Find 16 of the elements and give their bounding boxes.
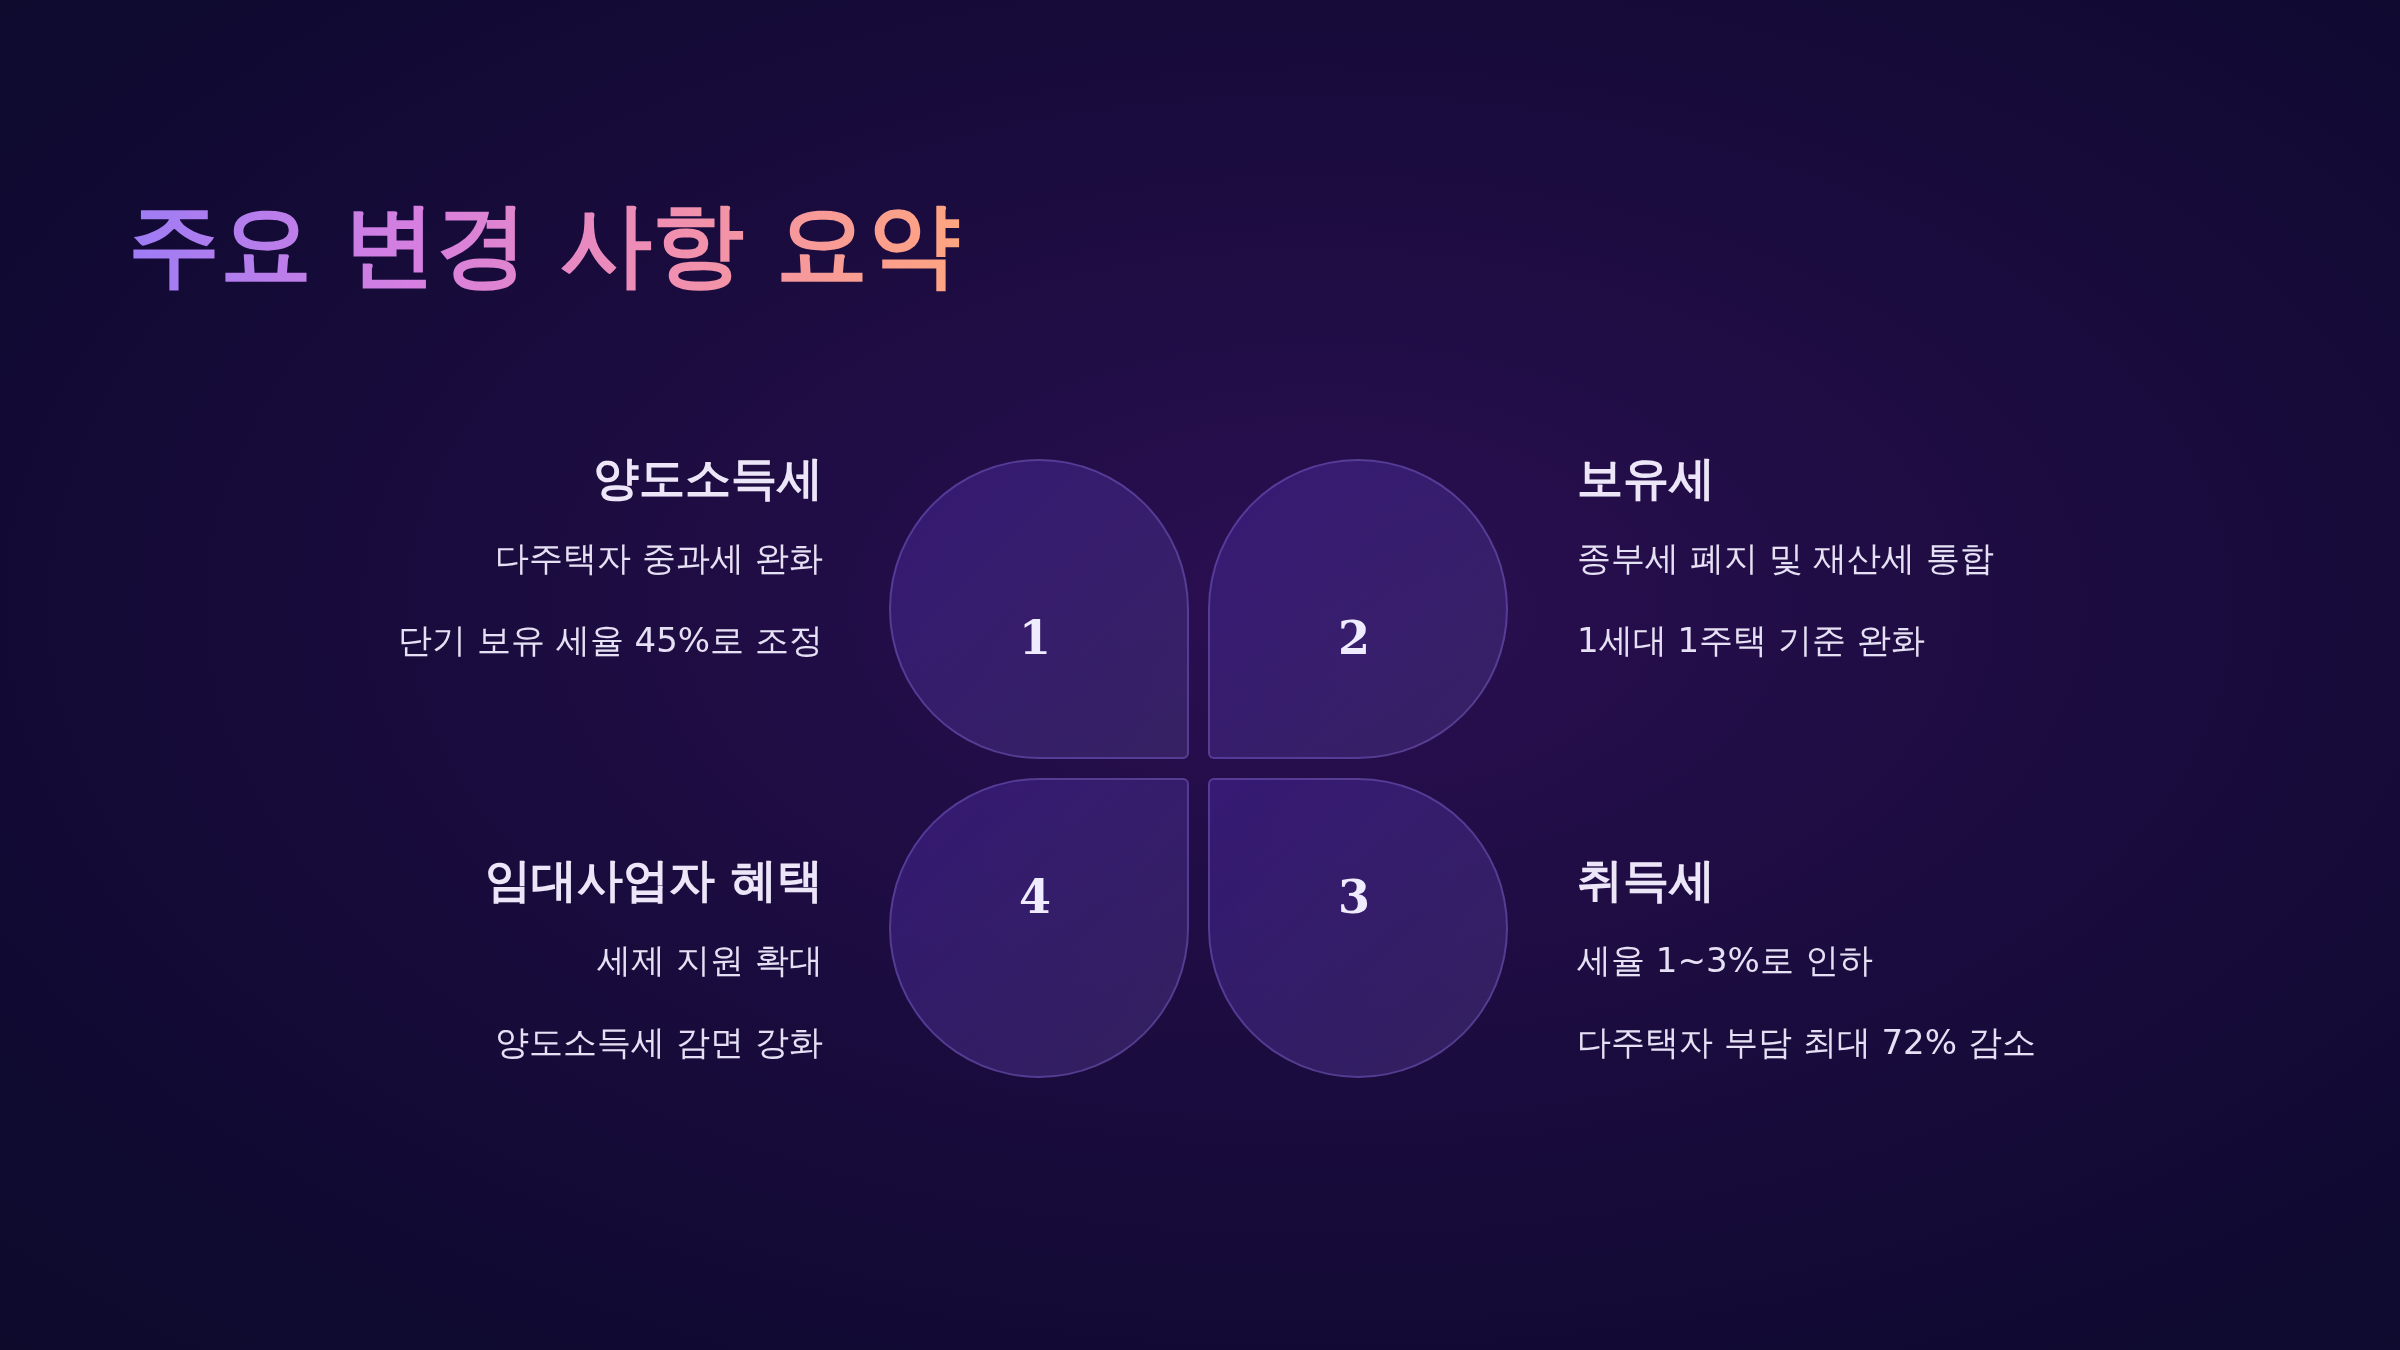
detail-text: 세제 지원 확대 xyxy=(597,939,823,982)
category-heading: 보유세 xyxy=(1577,450,1715,507)
category-heading: 취득세 xyxy=(1577,852,1715,909)
detail-text: 단기 보유 세율 45%로 조정 xyxy=(398,619,823,662)
detail-text: 1세대 1주택 기준 완화 xyxy=(1577,619,1925,662)
petal-number: 3 xyxy=(1338,870,1370,924)
detail-text: 종부세 폐지 및 재산세 통합 xyxy=(1577,537,1995,580)
petal-number: 1 xyxy=(1019,611,1051,665)
category-heading: 양도소득세 xyxy=(593,450,823,507)
detail-text: 양도소득세 감면 강화 xyxy=(495,1021,823,1064)
petal-number: 2 xyxy=(1338,611,1370,665)
detail-text: 다주택자 부담 최대 72% 감소 xyxy=(1577,1021,2036,1064)
detail-text: 세율 1~3%로 인하 xyxy=(1577,939,1873,982)
petal-number: 4 xyxy=(1019,870,1051,924)
category-heading: 임대사업자 혜택 xyxy=(485,852,823,909)
detail-text: 다주택자 중과세 완화 xyxy=(495,537,823,580)
